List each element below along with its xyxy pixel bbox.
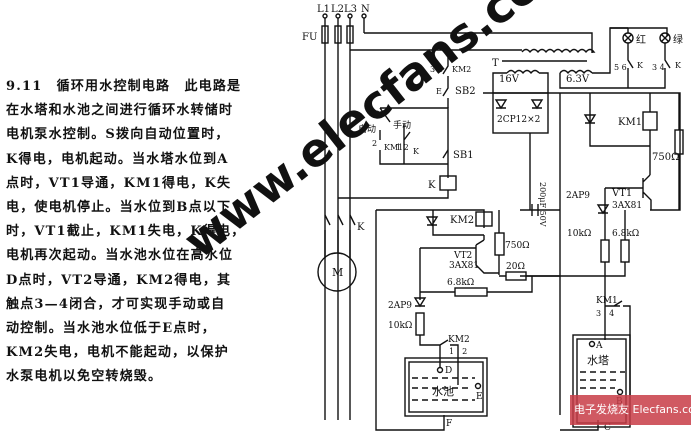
text-line: 点时，VT1导通，KM1得电，K失 <box>6 175 232 191</box>
label-k-contact: K <box>637 61 644 70</box>
label-red-lamp: 红 <box>636 33 646 46</box>
resistor-icon <box>600 239 610 263</box>
label-l2: L2 <box>331 4 344 15</box>
text-line: 电机再次起动。当水池水位在高水位 <box>6 248 234 264</box>
km2-coil <box>475 211 493 227</box>
resistor-icon <box>674 129 684 155</box>
fuse-icon <box>346 25 354 44</box>
label-capacitor: 200μF 50V <box>538 182 547 227</box>
label-s: S <box>373 110 380 121</box>
fuse-icon <box>334 25 342 44</box>
label-k-contact-2: K <box>675 61 682 70</box>
label-sb1: SB1 <box>453 150 474 161</box>
label-km2-contact: KM2 <box>448 335 470 345</box>
text-line: 电，使电机停止。当水位到B点以下 <box>6 199 232 215</box>
label-l1: L1 <box>317 4 330 15</box>
text-line: 在水塔和水池之间进行循环水转储时 <box>6 103 234 119</box>
fuse-icon <box>321 25 329 44</box>
resistor-icon <box>454 287 488 297</box>
label-manual: 手动 <box>393 119 411 131</box>
text-line: KM2失电，电机不能起动，以保护 <box>6 345 229 361</box>
description-text: 9.11 循环用水控制电路 此电路是在水塔和水池之间进行循环水转储时电机泵水控制… <box>6 76 274 390</box>
text-line: 时，VT1截止，KM1失电，K得电， <box>6 224 246 240</box>
label-km1-switch: KM1 <box>384 143 403 152</box>
label-16v: 16V <box>499 74 520 85</box>
elecfans-logo: 电子发烧友 Elecfans.com <box>570 395 691 425</box>
label-vt1: VT1 <box>611 188 632 199</box>
label-2ap9-b: 2AP9 <box>388 301 412 311</box>
indicator-lamps <box>610 27 671 89</box>
rectifier-bridge <box>483 92 681 415</box>
label-point-d: D <box>445 366 452 376</box>
label-km2-1-2: 1 2 <box>449 347 467 356</box>
label-l3: L3 <box>344 4 357 15</box>
label-km1-coil: KM1 <box>618 117 642 128</box>
label-6-8k-b: 6.8kΩ <box>447 278 474 288</box>
label-k-motor: K <box>357 222 365 233</box>
label-fu: FU <box>302 32 317 43</box>
label-2ap9-a: 2AP9 <box>566 191 590 201</box>
label-point-c: C <box>604 423 611 433</box>
label-point-e: E <box>476 392 483 402</box>
label-10k-b: 10kΩ <box>388 321 412 331</box>
resistor-icon <box>620 239 630 263</box>
label-contact-2: 2 <box>372 139 377 148</box>
label-point-a: A <box>595 341 603 351</box>
text-line: 触点3—4闭合，才可实现手动或自 <box>6 296 226 312</box>
label-km1-contact: KM1 <box>596 296 618 306</box>
motor <box>317 214 357 292</box>
label-km2-top: KM2 <box>452 65 471 74</box>
label-contact-5-6: 5 6 <box>614 63 627 72</box>
mains-lines <box>321 13 593 420</box>
text-line: 9.11 循环用水控制电路 此电路是 <box>6 79 242 94</box>
label-vt2-type: 3AX81 <box>449 261 479 271</box>
label-km1-3-4: 3 4 <box>596 309 614 318</box>
label-contact-3-4: 3 4 <box>652 63 665 72</box>
label-6-8k-a: 6.8kΩ <box>612 229 639 239</box>
transformer-icon <box>492 27 668 93</box>
label-km2-coil: KM2 <box>450 215 474 226</box>
label-750-ohm-b: 750Ω <box>505 241 530 251</box>
label-point-f: F <box>446 419 452 429</box>
label-green-lamp: 绿 <box>673 33 683 46</box>
label-20-ohm: 20Ω <box>506 262 525 272</box>
label-n: N <box>361 4 370 15</box>
label-t: T <box>492 58 499 69</box>
label-pool: 水池 <box>432 385 454 398</box>
text-line: 电机泵水控制。S拨向自动位置时， <box>6 127 230 143</box>
km2-section <box>375 209 560 431</box>
km1-section <box>520 93 684 395</box>
label-vt2: VT2 <box>453 251 472 261</box>
label-sb2: SB2 <box>455 86 476 97</box>
text-line: D点时，VT2导通，KM2得电，其 <box>6 272 232 288</box>
label-contact-1-2: 1 2 <box>396 143 409 152</box>
label-vt1-type: 3AX81 <box>612 201 642 211</box>
text-line: K得电，电机起动。当水塔水位到A <box>6 151 229 167</box>
label-750-ohm-a: 750Ω <box>652 152 679 163</box>
text-line: 水泵电机以免空转烧毁。 <box>6 369 163 385</box>
label-auto: 自动 <box>358 123 376 135</box>
resistor-icon <box>494 232 505 256</box>
label-tower: 水塔 <box>587 354 609 367</box>
k-coil <box>439 175 457 191</box>
resistor-icon <box>415 312 425 336</box>
label-km2-3-4: 3 4 <box>430 65 443 74</box>
label-k-switch: K <box>413 147 420 156</box>
label-10k-a: 10kΩ <box>567 229 591 239</box>
km1-coil <box>642 111 658 131</box>
control-circuit <box>338 50 457 199</box>
label-e: E <box>436 87 442 96</box>
label-bridge: 2CP12×2 <box>497 115 540 125</box>
water-pool-icon <box>404 357 488 417</box>
text-line: 动控制。当水池水位低于E点时， <box>6 320 216 336</box>
label-k-coil: K <box>428 180 436 191</box>
label-motor: M <box>332 266 343 279</box>
label-6-3v: 6.3V <box>566 74 590 85</box>
